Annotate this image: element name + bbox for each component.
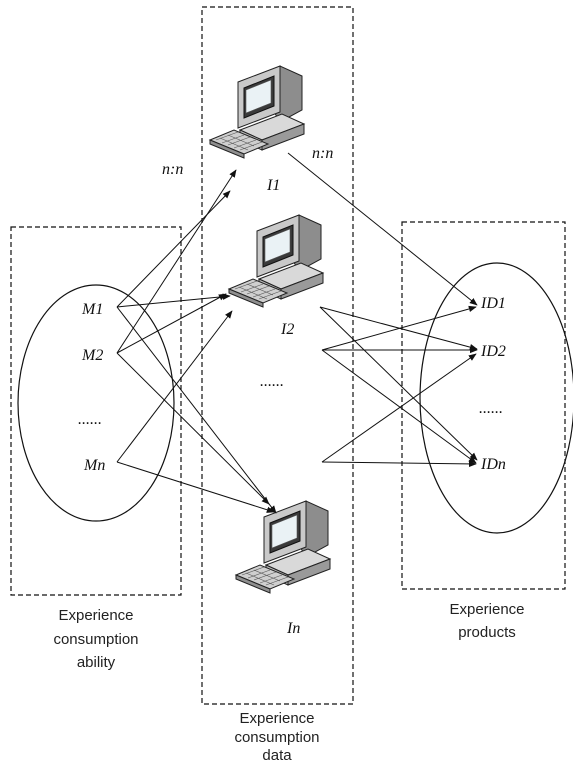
node-m1: M1	[81, 301, 103, 318]
ratio-label-left: n:n	[162, 161, 183, 178]
edge-mn-i2	[116, 310, 233, 463]
data-label-line-1: Experience	[239, 710, 314, 727]
edge-in-id2	[321, 353, 477, 463]
edge-mn-in	[116, 461, 275, 513]
data-label-line-2: consumption	[234, 729, 319, 746]
edge-m2-i2	[116, 293, 227, 354]
edge-m1-in	[116, 306, 277, 514]
data-group-box	[201, 6, 354, 705]
ratio-label-right: n:n	[312, 145, 333, 162]
node-ability-ellipsis: ......	[78, 411, 102, 428]
edge-m1-i2	[116, 293, 231, 308]
ability-group-label: Experience consumption ability	[53, 607, 138, 671]
node-m2: M2	[81, 347, 103, 364]
node-i1: I1	[266, 177, 280, 194]
node-id2: ID2	[480, 343, 506, 360]
data-label-line-3: data	[262, 747, 292, 764]
data-group-label: Experience consumption data	[234, 710, 319, 764]
node-in: In	[286, 620, 300, 637]
computer-icon	[209, 65, 305, 159]
edge-m2-in	[116, 352, 270, 505]
node-idn: IDn	[480, 456, 506, 473]
node-i2: I2	[280, 321, 294, 338]
ability-label-line-3: ability	[77, 654, 116, 671]
edge-in-idn	[321, 460, 477, 468]
edge-m1-i1	[116, 190, 231, 308]
computer-icon	[228, 214, 324, 308]
edge-mid-id1	[321, 305, 477, 351]
edges-data-to-products	[287, 152, 478, 468]
ability-oval	[17, 284, 175, 522]
node-data-ellipsis: ......	[260, 373, 284, 390]
edge-i1-id1	[287, 152, 478, 306]
edge-i2-idn	[319, 306, 478, 461]
edge-i2-id2	[319, 306, 478, 351]
edge-m2-i1	[116, 169, 237, 354]
edge-mid-idn	[321, 349, 477, 464]
ability-group-box	[10, 226, 182, 596]
products-group-label: Experience products	[449, 601, 524, 641]
node-products-ellipsis: ......	[479, 400, 503, 417]
computer-icon	[235, 500, 331, 594]
edges-ability-to-data	[116, 169, 277, 514]
node-mn: Mn	[83, 457, 105, 474]
products-oval	[419, 262, 573, 534]
node-id1: ID1	[480, 295, 506, 312]
products-label-line-2: products	[458, 624, 516, 641]
ability-label-line-2: consumption	[53, 631, 138, 648]
products-label-line-1: Experience	[449, 601, 524, 618]
ability-label-line-1: Experience	[58, 607, 133, 624]
